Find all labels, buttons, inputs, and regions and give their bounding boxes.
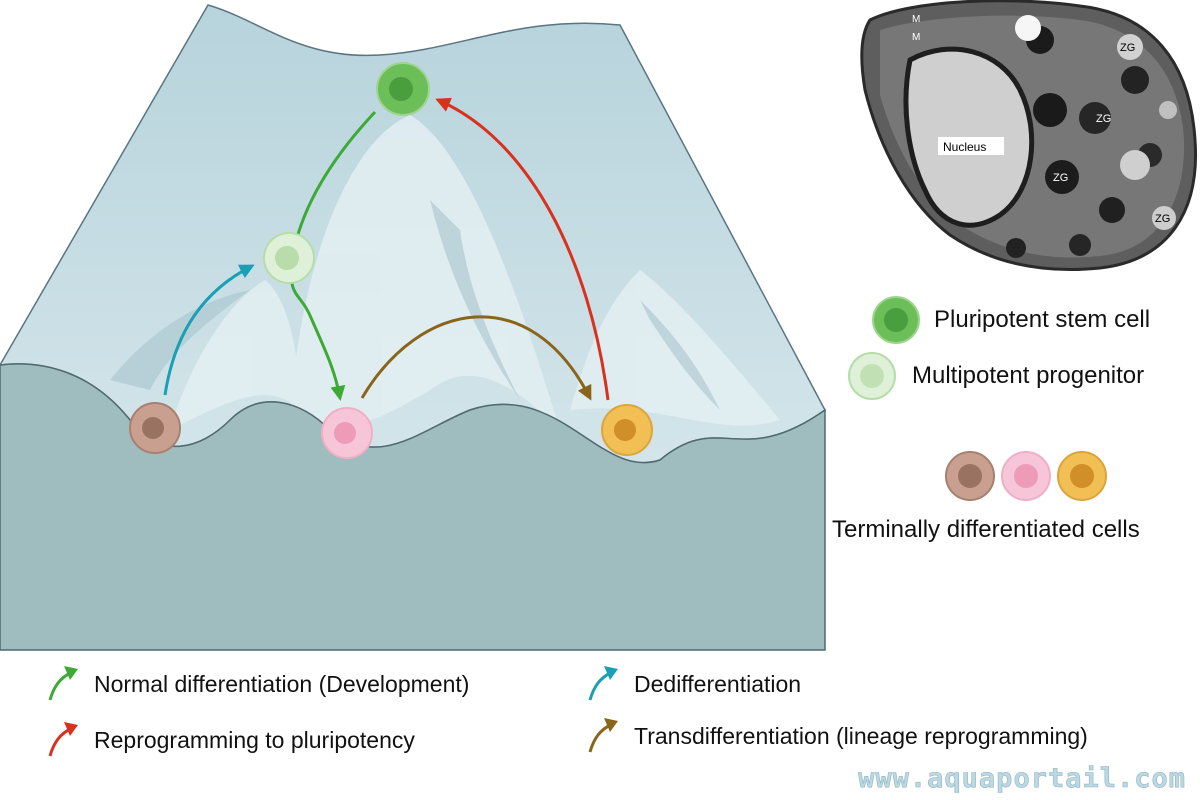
arrow-label-dedifferentiation: Dedifferentiation	[634, 670, 802, 697]
reprogramming-arrow	[435, 97, 610, 401]
multipotent-progenitor-cell	[263, 232, 315, 284]
terminal-cell-yellow	[601, 404, 653, 456]
arrow-legend-reprogramming: Reprogramming to pluripotency	[46, 720, 415, 760]
dedifferentiation-arrow	[163, 264, 255, 396]
arrow-legend-normal: Normal differentiation (Development)	[46, 664, 469, 704]
em-label-zg3: ZG	[1053, 172, 1068, 184]
em-label-m1: M	[912, 14, 920, 25]
legend-terminal-label: Terminally differentiated cells	[832, 516, 1140, 543]
teal-arrow-icon	[588, 666, 618, 701]
multipotent-cell-icon	[848, 352, 896, 400]
red-arrow-icon	[48, 722, 78, 757]
waddington-landscape	[0, 4, 826, 651]
transdifferentiation-arrow	[360, 315, 592, 401]
legend-multipotent-label: Multipotent progenitor	[912, 362, 1145, 389]
legend-pluripotent-label: Pluripotent stem cell	[934, 306, 1151, 333]
pluripotent-cell-top	[376, 62, 430, 116]
watermark: www.aquaportail.com	[858, 763, 1186, 795]
normal-differentiation-arrow-1	[289, 110, 377, 401]
yellow-cell-icon	[1057, 451, 1107, 501]
brown-arrow-icon	[588, 718, 618, 753]
em-label-zg1: ZG	[1120, 42, 1135, 54]
legend-terminal-icons	[945, 451, 1107, 501]
pluripotent-cell-icon	[872, 296, 920, 344]
em-label-zg2: ZG	[1096, 113, 1111, 125]
electron-micrograph: M M Nucleus ZG ZG ZG ZG	[850, 0, 1200, 272]
pink-cell-icon	[1001, 451, 1051, 501]
terminal-cell-brown	[129, 402, 181, 454]
arrow-legend-transdifferentiation: Transdifferentiation (lineage reprogramm…	[586, 716, 1088, 756]
zymogen-granules	[1006, 15, 1177, 258]
terminal-cell-pink	[321, 407, 373, 459]
arrow-label-transdifferentiation: Transdifferentiation (lineage reprogramm…	[634, 722, 1088, 749]
nucleus-label-box	[938, 137, 1004, 155]
em-label-m2: M	[912, 32, 920, 43]
em-label-nucleus: Nucleus	[943, 140, 986, 154]
brown-cell-icon	[945, 451, 995, 501]
legend-pluripotent: Pluripotent stem cell	[872, 296, 1150, 344]
arrow-label-normal: Normal differentiation (Development)	[94, 670, 470, 697]
em-label-zg4: ZG	[1155, 213, 1170, 225]
arrow-legend-dedifferentiation: Dedifferentiation	[586, 664, 801, 704]
green-arrow-icon	[48, 666, 78, 701]
legend-multipotent: Multipotent progenitor	[848, 352, 1144, 400]
arrow-label-reprogramming: Reprogramming to pluripotency	[94, 726, 415, 753]
